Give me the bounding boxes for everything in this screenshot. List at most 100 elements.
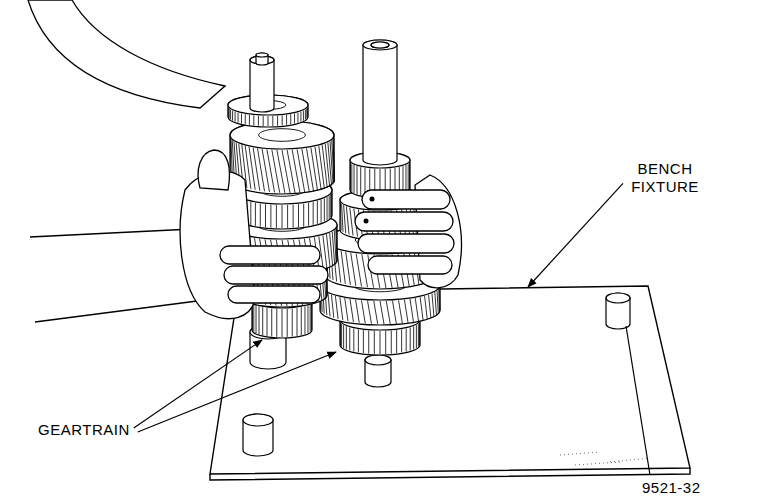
gear-tooth: [340, 322, 341, 345]
gear-tooth: [437, 291, 438, 314]
gear-tooth: [325, 144, 329, 187]
thumb: [198, 150, 229, 190]
gear-tooth: [406, 329, 407, 352]
gear-face: [371, 42, 389, 48]
sleeve: [28, 0, 225, 108]
gear-tooth: [324, 198, 325, 221]
gear-tooth: [249, 115, 250, 125]
gear-tooth: [343, 325, 344, 348]
gear-face: [256, 53, 268, 57]
gear-tooth: [392, 301, 396, 324]
gear-tooth: [292, 150, 300, 193]
plate-edge: [210, 468, 690, 480]
gear-tooth: [265, 204, 266, 227]
gear-tooth: [230, 110, 231, 120]
gear-tooth: [321, 200, 322, 223]
gear-tooth: [287, 150, 295, 193]
gear-tooth: [346, 206, 349, 234]
gear-tooth: [322, 145, 327, 188]
fixture-posts: [243, 293, 630, 456]
gear-face: [365, 355, 391, 365]
gear-tooth: [350, 162, 351, 190]
gear-tooth: [328, 294, 330, 317]
finger: [368, 256, 452, 274]
gear-tooth: [241, 113, 242, 123]
gear-tooth: [270, 205, 271, 228]
gear-tooth: [256, 305, 257, 333]
gear-tooth: [344, 205, 346, 233]
gear-tooth: [277, 116, 278, 126]
gear-body: [606, 293, 630, 329]
gear-tooth: [410, 328, 411, 351]
gear-tooth: [380, 301, 384, 324]
plate-stipple: [560, 452, 650, 465]
gear-tooth: [335, 296, 338, 319]
finger: [224, 266, 328, 284]
gear-tooth: [328, 143, 332, 186]
gear-tooth: [391, 331, 392, 354]
gear-tooth: [303, 204, 304, 227]
finger: [220, 246, 320, 264]
gear-tooth: [354, 165, 355, 193]
gear-tooth: [362, 254, 368, 287]
gear-body: [363, 40, 397, 165]
gear-tooth: [345, 298, 348, 321]
gear-tooth: [358, 329, 359, 352]
gear-tooth: [294, 113, 295, 123]
gear-tooth: [368, 331, 369, 354]
gear-tooth: [350, 208, 353, 236]
gear-tooth: [286, 115, 287, 125]
gear-tooth: [304, 306, 305, 334]
knuckle-shade: [370, 197, 375, 202]
leader-lines: [134, 183, 650, 475]
gear-tooth: [315, 147, 321, 190]
arm-outline: [35, 300, 205, 322]
gear-tooth: [413, 326, 414, 349]
finger: [358, 234, 454, 253]
gear-tooth: [297, 113, 298, 123]
leader-line: [528, 183, 623, 287]
gear-tooth: [374, 301, 378, 324]
gear-tooth: [229, 108, 230, 118]
gear-tooth: [420, 297, 423, 320]
gear-tooth: [238, 113, 239, 123]
gear-tooth: [271, 309, 272, 337]
gear-tooth: [346, 326, 347, 349]
gear-tooth: [287, 205, 288, 228]
gear-tooth: [235, 112, 236, 122]
gear-tooth: [305, 110, 306, 120]
gear-tooth: [351, 253, 356, 286]
gear-tooth: [262, 307, 263, 335]
gear-tooth: [307, 305, 308, 333]
gear-tooth: [313, 202, 314, 225]
gear: [363, 40, 397, 165]
gear-tooth: [410, 299, 413, 322]
gear-face: [606, 293, 630, 303]
leader-line: [626, 326, 650, 475]
gear-tooth: [363, 330, 364, 353]
gear-tooth: [319, 146, 325, 189]
gear-tooth: [327, 197, 328, 220]
gear-tooth: [401, 329, 402, 352]
fixture-post: [243, 414, 273, 456]
leader-line: [134, 340, 262, 428]
gear-tooth: [399, 300, 403, 323]
gear-tooth: [418, 324, 419, 347]
part-label: GEARTRAIN: [38, 421, 130, 439]
gear-tooth: [292, 309, 293, 337]
gear-face: [243, 414, 273, 426]
gear-tooth: [298, 204, 299, 227]
gear-tooth: [432, 294, 434, 317]
gear-tooth: [301, 307, 302, 335]
gear-tooth: [386, 301, 390, 324]
gear-tooth: [340, 297, 343, 320]
gear-tooth: [297, 149, 305, 192]
gear: [371, 42, 389, 48]
gear-tooth: [282, 115, 283, 125]
gear-tooth: [306, 108, 307, 118]
gear-tooth: [350, 299, 353, 322]
gear-tooth: [300, 112, 301, 122]
gear-tooth: [438, 289, 440, 312]
gear-tooth: [323, 235, 327, 268]
